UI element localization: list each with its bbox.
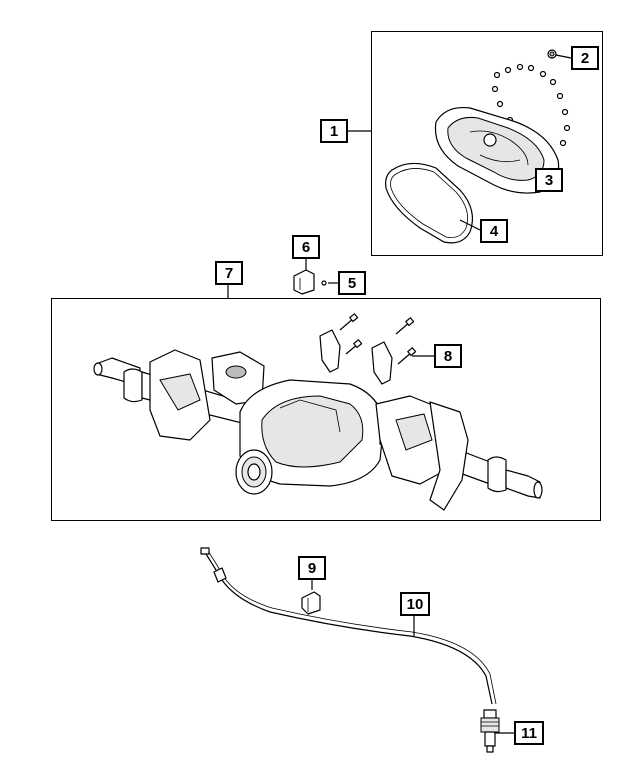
callout-7: 7 bbox=[215, 261, 243, 285]
cover-gasket-part bbox=[385, 162, 473, 244]
callout-9: 9 bbox=[298, 556, 326, 580]
callout-11: 11 bbox=[514, 721, 544, 745]
callout-4: 4 bbox=[480, 219, 508, 243]
axle-assembly-frame bbox=[51, 298, 601, 521]
differential-cover-part bbox=[434, 106, 560, 194]
hose-clip-part bbox=[301, 591, 321, 615]
clip-bracket-part bbox=[293, 269, 315, 295]
callout-1: 1 bbox=[320, 119, 348, 143]
vent-hose-part bbox=[200, 547, 497, 705]
callout-5: 5 bbox=[338, 271, 366, 295]
cover-detail-frame bbox=[371, 31, 603, 256]
small-fastener-part bbox=[321, 280, 327, 286]
callout-6: 6 bbox=[292, 235, 320, 259]
bump-stop-brackets-part bbox=[319, 313, 417, 385]
fill-plug-part bbox=[547, 49, 557, 59]
callout-10: 10 bbox=[400, 592, 430, 616]
callout-3: 3 bbox=[535, 168, 563, 192]
callout-2: 2 bbox=[571, 46, 599, 70]
vent-fitting-part bbox=[480, 709, 500, 753]
axle-housing-part bbox=[93, 349, 543, 511]
callout-8: 8 bbox=[434, 344, 462, 368]
